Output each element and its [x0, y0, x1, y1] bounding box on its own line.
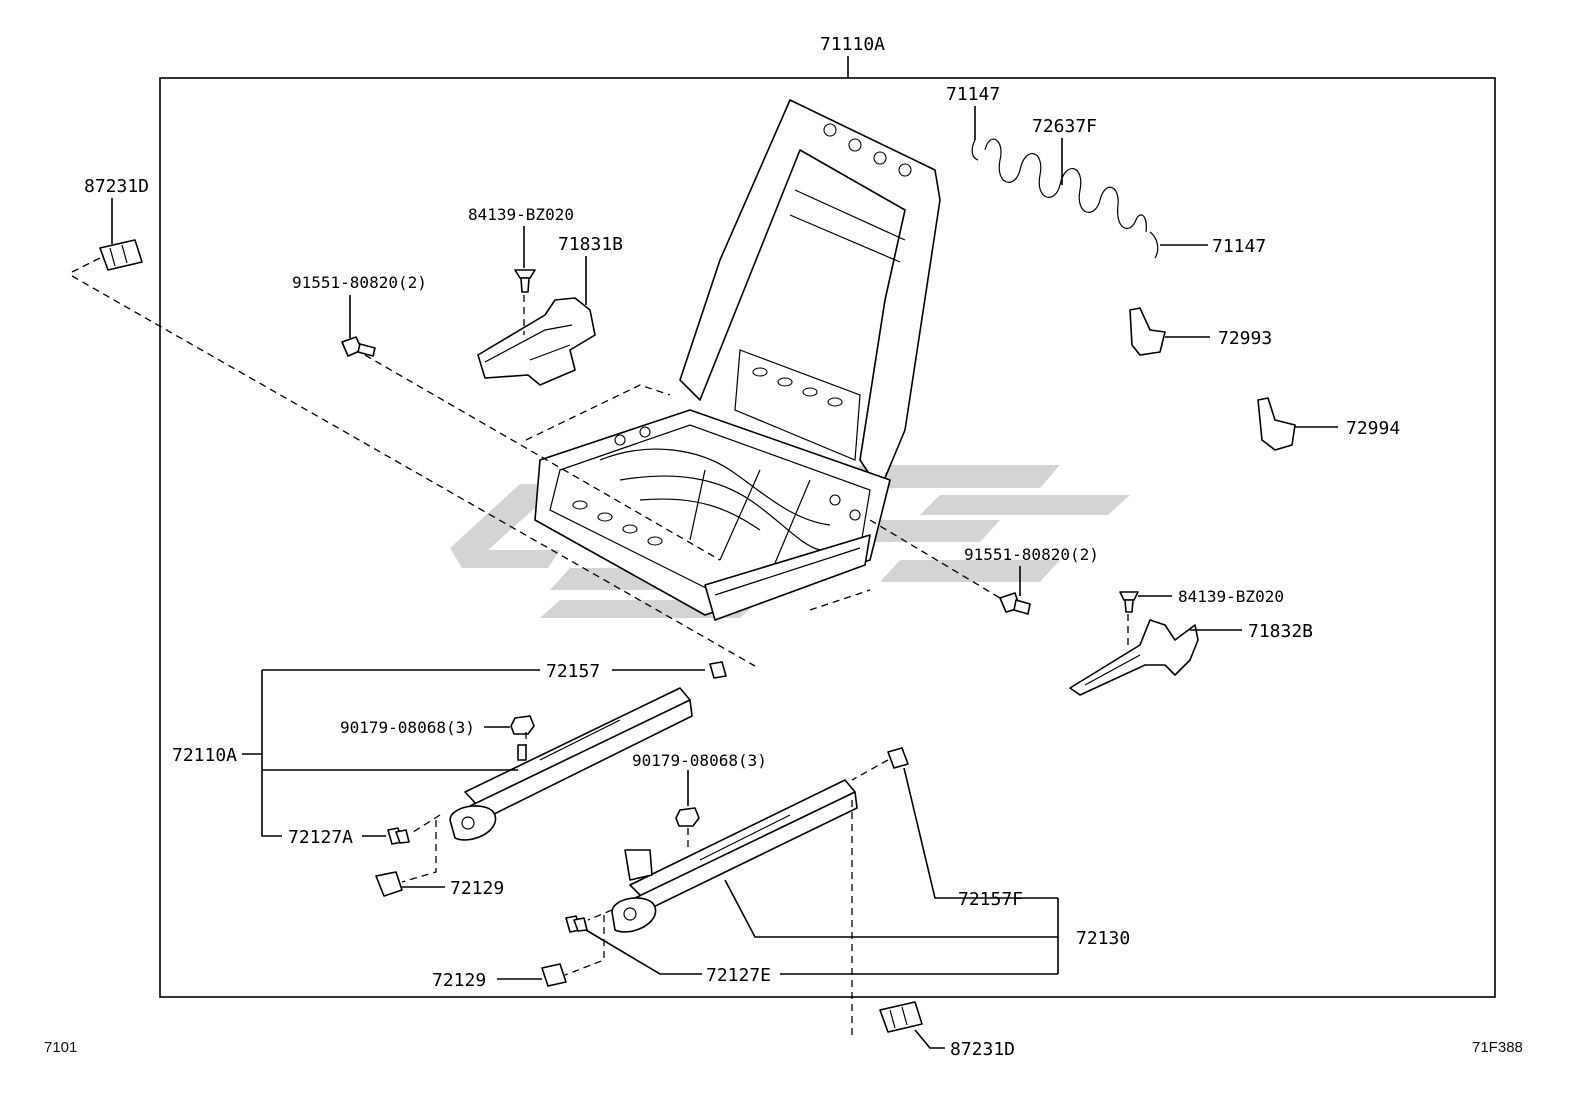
cover-72993: [1129, 307, 1166, 356]
seat-track-left: [449, 687, 693, 841]
label-91551-right: 91551-80820(2): [964, 545, 1099, 564]
label-90179-left: 90179-08068(3): [340, 718, 475, 737]
clip-left: [514, 269, 536, 293]
cover-72994: [1257, 397, 1296, 451]
label-72110a: 72110A: [172, 745, 237, 766]
nut-right: [675, 807, 700, 827]
stopper-72127e: [565, 915, 588, 933]
figure-code-right: 71F388: [1472, 1039, 1523, 1056]
stopper-72127a: [387, 827, 410, 845]
cover-72157: [709, 661, 727, 679]
label-84139-right: 84139-BZ020: [1178, 587, 1284, 606]
label-72127e: 72127E: [706, 965, 771, 986]
label-72157f: 72157F: [958, 889, 1023, 910]
label-90179-right: 90179-08068(3): [632, 751, 767, 770]
nut-left: [510, 715, 535, 735]
label-71147-top: 71147: [946, 84, 1000, 105]
bracket-71831b: [477, 297, 596, 386]
label-71831b: 71831B: [558, 234, 623, 255]
bracket-72130: [585, 879, 1059, 975]
cover-87231d-right: [879, 1001, 923, 1033]
label-72157: 72157: [546, 661, 600, 682]
seat-frame-drawing: [534, 99, 941, 621]
label-72127a: 72127A: [288, 827, 353, 848]
page-code-left: 7101: [44, 1039, 77, 1056]
label-72129-lower: 72129: [432, 970, 486, 991]
seat-track-right: [611, 779, 858, 933]
label-72129-upper: 72129: [450, 878, 504, 899]
label-71110a: 71110A: [820, 34, 885, 55]
assembly-frame-box: [159, 77, 1496, 998]
cover-72157f: [887, 747, 909, 769]
label-72993: 72993: [1218, 328, 1272, 349]
cover-72129-lower: [541, 963, 567, 987]
label-87231d-right: 87231D: [950, 1039, 1015, 1060]
cover-72129-upper: [375, 871, 403, 897]
assembly-dashed-lines: [71, 257, 1129, 1040]
leader-72157f: [903, 767, 1058, 899]
label-72637f: 72637F: [1032, 116, 1097, 137]
bracket-72110a: [242, 669, 540, 837]
label-71147-right: 71147: [1212, 236, 1266, 257]
bolt-right: [999, 592, 1031, 615]
leader-87231d-right: [914, 1029, 945, 1049]
label-72994: 72994: [1346, 418, 1400, 439]
label-87231d-left: 87231D: [84, 176, 149, 197]
bolt-left: [341, 336, 376, 357]
spring-drawing: [971, 138, 1159, 259]
label-91551-left: 91551-80820(2): [292, 273, 427, 292]
clip-right: [1119, 591, 1139, 613]
bracket-71832b: [1069, 619, 1199, 696]
label-72130: 72130: [1076, 928, 1130, 949]
label-84139-left: 84139-BZ020: [468, 205, 574, 224]
cover-87231d-left: [99, 239, 143, 271]
label-71832b: 71832B: [1248, 621, 1313, 642]
